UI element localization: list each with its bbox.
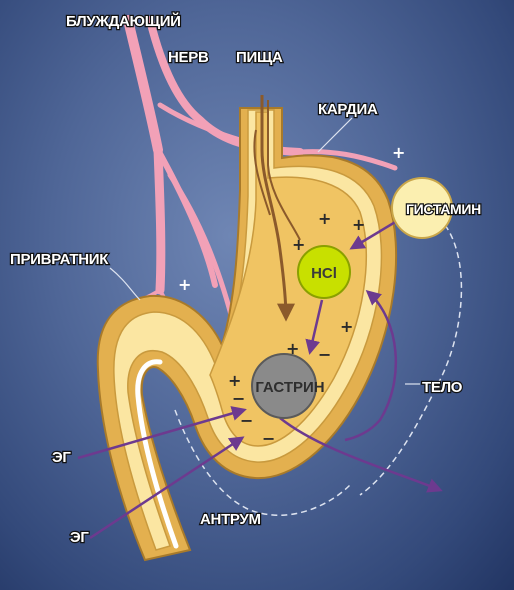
- pylorus-label: ПРИВРАТНИК: [10, 251, 109, 268]
- antrum-label: АНТРУМ: [200, 511, 261, 528]
- hcl-cell: HCl: [298, 246, 350, 298]
- plus-sign: +: [228, 371, 241, 390]
- plus-sign: +: [286, 339, 299, 358]
- minus-sign: −: [232, 389, 245, 408]
- food-label: ПИЩА: [236, 49, 283, 66]
- minus-sign: −: [262, 429, 275, 448]
- nerve-label: НЕРВ: [168, 49, 209, 66]
- plus-sign: +: [178, 275, 191, 294]
- plus-sign: +: [392, 143, 405, 162]
- cardia-label: КАРДИА: [318, 101, 378, 118]
- plus-sign: +: [292, 235, 305, 254]
- vagus-label: БЛУЖДАЮЩИЙ: [66, 12, 181, 30]
- gastrin-label: ГАСТРИН: [255, 379, 324, 396]
- plus-sign: +: [318, 209, 331, 228]
- eg-label-1: ЭГ: [52, 449, 71, 466]
- plus-sign: +: [340, 317, 353, 336]
- hcl-label: HCl: [311, 265, 337, 282]
- plus-sign: +: [352, 215, 365, 234]
- minus-sign: −: [240, 411, 253, 430]
- body-label: ТЕЛО: [422, 379, 463, 396]
- eg-label-2: ЭГ: [70, 529, 89, 546]
- minus-sign: −: [318, 345, 331, 364]
- histamine-label: ГИСТАМИН: [406, 201, 481, 217]
